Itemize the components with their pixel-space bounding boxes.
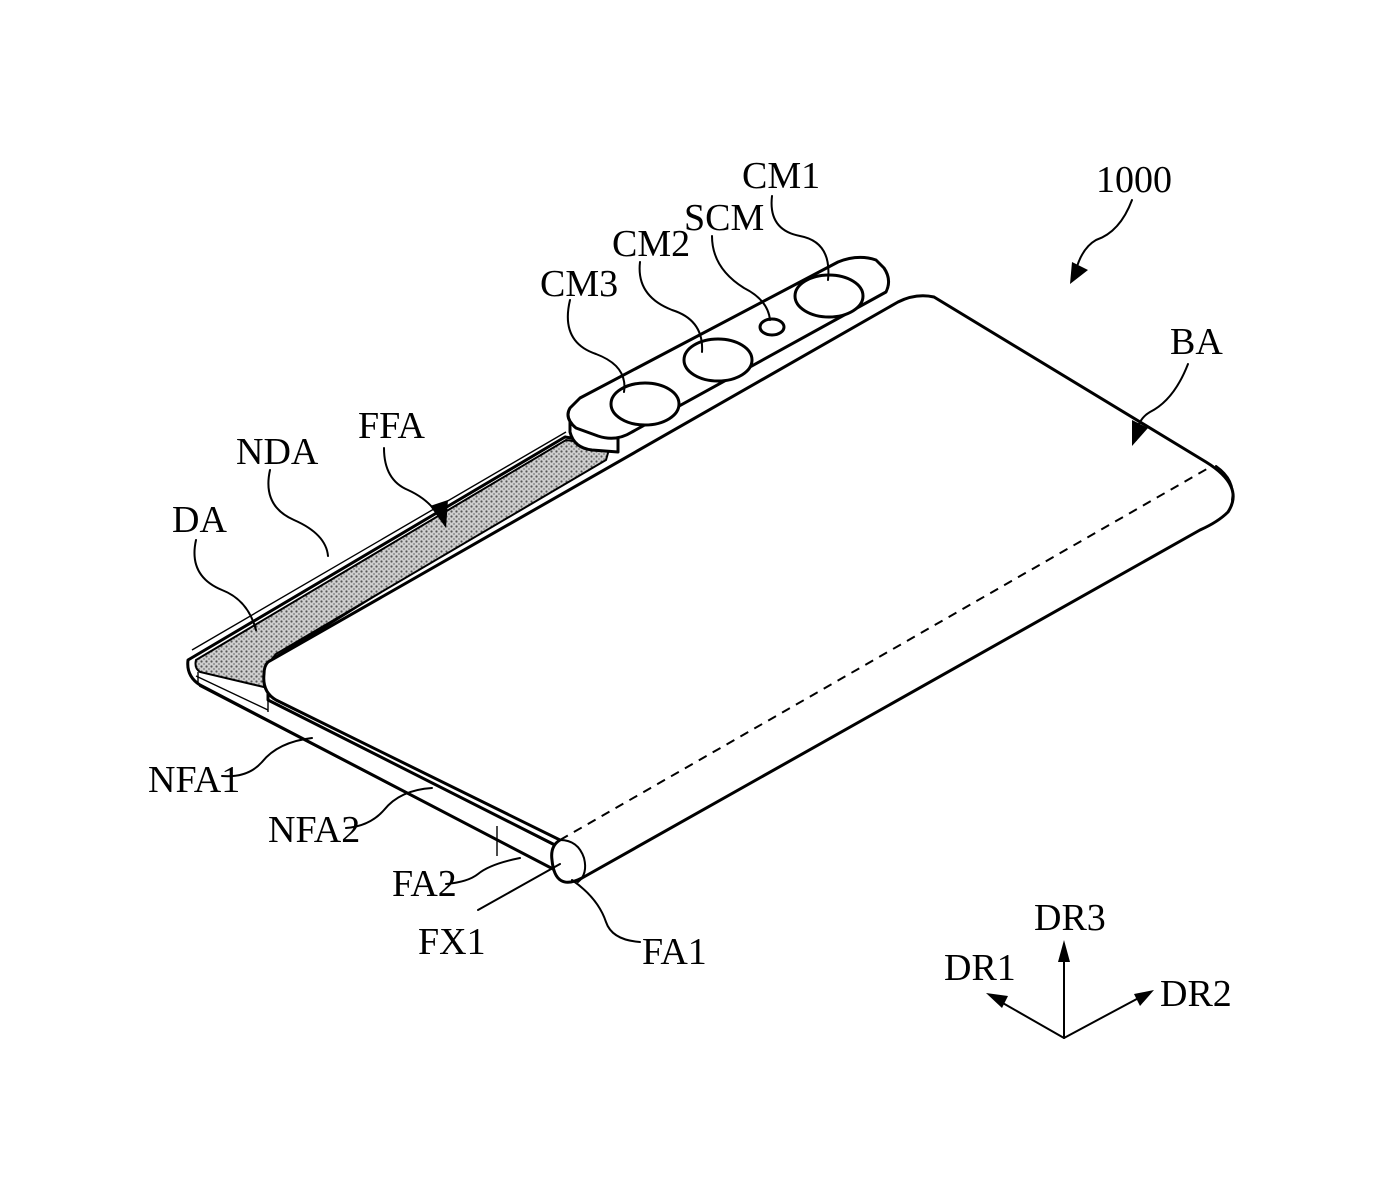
back-area-ba <box>262 294 1235 884</box>
axis-dr1 <box>993 997 1065 1039</box>
leader-scm <box>711 235 771 321</box>
leader-cm3 <box>566 299 626 393</box>
label-fa2: FA2 <box>392 863 457 905</box>
mid-edge-line <box>267 699 556 847</box>
arrowhead-dr1 <box>986 993 1008 1008</box>
label-da: DA <box>172 499 227 541</box>
leader-cm2 <box>638 261 704 353</box>
fold-edge-curve <box>559 839 587 883</box>
leader-fx1 <box>477 863 561 911</box>
camera-lens-cm3 <box>609 381 681 427</box>
axis-dr2 <box>1063 993 1147 1039</box>
display-rim-line <box>191 431 567 651</box>
label-cm1: CM1 <box>742 155 820 197</box>
label-nfa1: NFA1 <box>148 759 240 801</box>
label-ffa: FFA <box>358 405 425 447</box>
lower-edge-line-2 <box>195 675 269 711</box>
display-area-da <box>194 438 612 690</box>
label-fa1: FA1 <box>642 931 707 973</box>
label-nda: NDA <box>236 431 319 473</box>
arrowhead-dr3 <box>1058 940 1070 962</box>
label-nfa2: NFA2 <box>268 809 360 851</box>
label-dr3: DR3 <box>1034 897 1106 939</box>
camera-lens-cm1 <box>793 273 865 319</box>
label-1000: 1000 <box>1096 159 1172 201</box>
leader-fa1 <box>571 879 641 943</box>
label-dr1: DR1 <box>944 947 1016 989</box>
leader-cm1 <box>770 195 830 281</box>
folded-display-panel <box>186 431 617 872</box>
camera-module <box>566 255 891 454</box>
arrowhead-dr2 <box>1134 990 1154 1006</box>
direction-axes <box>986 940 1154 1039</box>
leader-nfa2 <box>345 787 433 829</box>
leader-lines <box>193 195 1189 943</box>
sub-camera-scm <box>758 317 786 337</box>
camera-lens-cm2 <box>682 337 754 383</box>
display-rim-line-2 <box>195 435 567 656</box>
label-cm2: CM2 <box>612 223 690 265</box>
reference-labels: 1000 CM1 SCM CM2 CM3 BA FFA NDA DA NFA1 … <box>148 155 1232 1015</box>
arrowhead-1000 <box>1070 262 1088 284</box>
folding-axis-fx1 <box>559 465 1213 841</box>
arrowhead-ba <box>1132 420 1148 446</box>
arrowhead-ffa <box>430 500 448 528</box>
label-scm: SCM <box>684 197 764 239</box>
label-ba: BA <box>1170 321 1223 363</box>
leader-1000 <box>1075 199 1133 271</box>
lower-edge-line <box>199 685 556 871</box>
leader-fa2 <box>445 857 521 885</box>
leader-nfa1 <box>221 737 313 778</box>
leader-da <box>193 539 257 631</box>
label-cm3: CM3 <box>540 263 618 305</box>
right-rounded-edge <box>1215 465 1234 501</box>
main-panel <box>262 294 1235 884</box>
leader-nda <box>267 469 329 557</box>
label-fx1: FX1 <box>418 921 486 963</box>
label-dr2: DR2 <box>1160 973 1232 1015</box>
